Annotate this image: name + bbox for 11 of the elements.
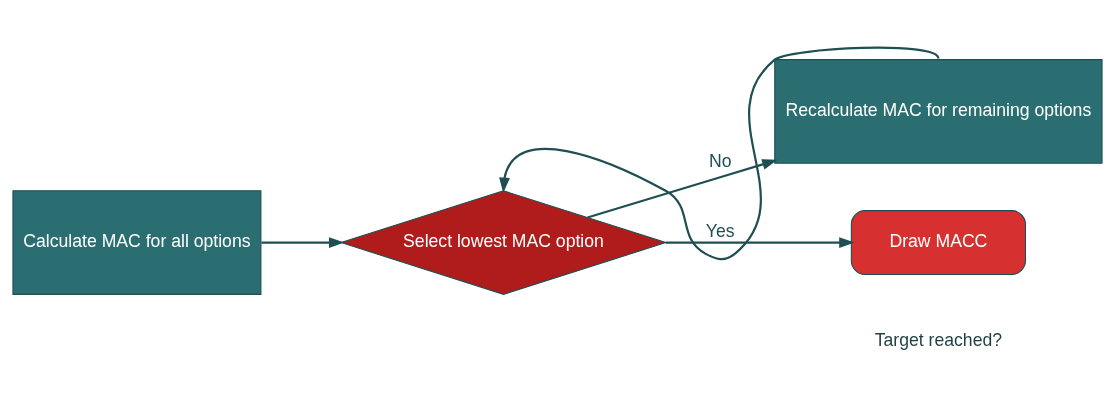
node-box: Recalculate MAC for remaining options [774,59,1103,164]
node-diamond: Select lowest MAC option [339,190,668,295]
edge-label: Yes [705,220,735,241]
arrow [587,159,778,219]
edge-label: No [708,151,732,172]
label: Target reached? [874,329,1003,350]
node-box: Calculate MAC for all options [12,190,262,295]
arrow [499,46,940,260]
arrow [665,237,855,248]
node-box: Draw MACC [850,210,1026,276]
arrow [261,237,345,248]
